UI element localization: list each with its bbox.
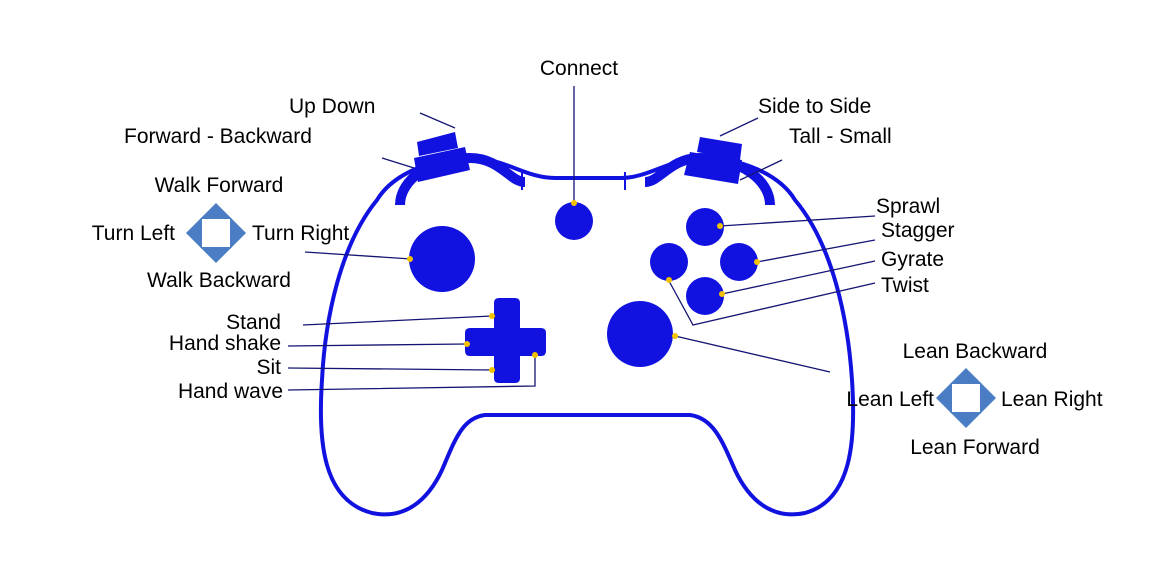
label-hand-wave: Hand wave [178,380,283,403]
right-stick-arrows [936,368,996,428]
dot-stand [489,313,495,319]
leader-sit [287,367,493,371]
d-pad [465,298,546,383]
arrow-down-icon [950,412,982,428]
label-walk-backward: Walk Backward [147,269,291,292]
right-bumper [684,152,742,184]
arrow-down-icon [200,247,232,263]
leader-stagger [756,239,876,263]
arrow-left-icon [186,217,202,249]
arrow-up-icon [200,203,232,219]
label-side-to-side: Side to Side [758,95,871,118]
dot-gyrate [719,291,725,297]
face-button-right [720,243,758,281]
label-twist: Twist [881,274,929,297]
leader-lines [287,86,876,391]
leader-hand-wave [287,356,536,391]
leader-right-stick [674,335,831,373]
right-stick [607,301,673,367]
leader-forward-backward [381,157,415,169]
left-trigger [417,132,458,156]
dot-left-stick [407,256,413,262]
leader-twist [668,280,876,326]
leader-sprawl [719,215,876,227]
label-walk-forward: Walk Forward [155,174,284,197]
face-button-bottom [686,277,724,315]
label-lean-forward: Lean Forward [910,436,1040,459]
label-sit: Sit [256,356,281,379]
leader-up-down [419,112,456,129]
dot-twist [666,277,672,283]
label-lean-right: Lean Right [1001,388,1103,411]
label-stand: Stand [226,311,281,334]
label-lean-backward: Lean Backward [903,340,1048,363]
label-sprawl: Sprawl [876,195,940,218]
right-trigger [697,137,742,160]
label-up-down: Up Down [289,95,375,118]
dot-sprawl [717,223,723,229]
leader-side-to-side [719,117,759,137]
dot-right-stick [672,333,678,339]
face-button-left [650,243,688,281]
left-stick [409,226,475,292]
arrow-right-icon [230,217,246,249]
label-turn-left: Turn Left [92,222,175,245]
leader-stand [302,315,493,326]
label-connect: Connect [540,57,618,80]
left-bumper-band [395,152,526,206]
arrow-left-icon [936,382,952,414]
label-turn-right: Turn Right [252,222,349,245]
arrow-up-icon [950,368,982,384]
leader-hand-shake [287,343,468,347]
label-stagger: Stagger [881,219,955,242]
leader-tall-small [739,159,783,181]
label-forward-backward: Forward - Backward [124,125,312,148]
leader-left-stick [304,251,412,260]
dot-stagger [754,259,760,265]
dot-sit [489,367,495,373]
leader-gyrate [721,260,876,295]
dot-hand-shake [464,341,470,347]
dot-connect [571,200,577,206]
connector-dots [407,200,760,373]
left-stick-arrows [186,203,246,263]
label-lean-left: Lean Left [846,388,934,411]
label-gyrate: Gyrate [881,248,944,271]
connect-button [555,202,593,240]
face-button-top [686,208,724,246]
label-hand-shake: Hand shake [169,332,281,355]
arrow-right-icon [980,382,996,414]
left-bumper [414,147,470,182]
label-tall-small: Tall - Small [789,125,892,148]
dot-hand-wave [532,352,538,358]
